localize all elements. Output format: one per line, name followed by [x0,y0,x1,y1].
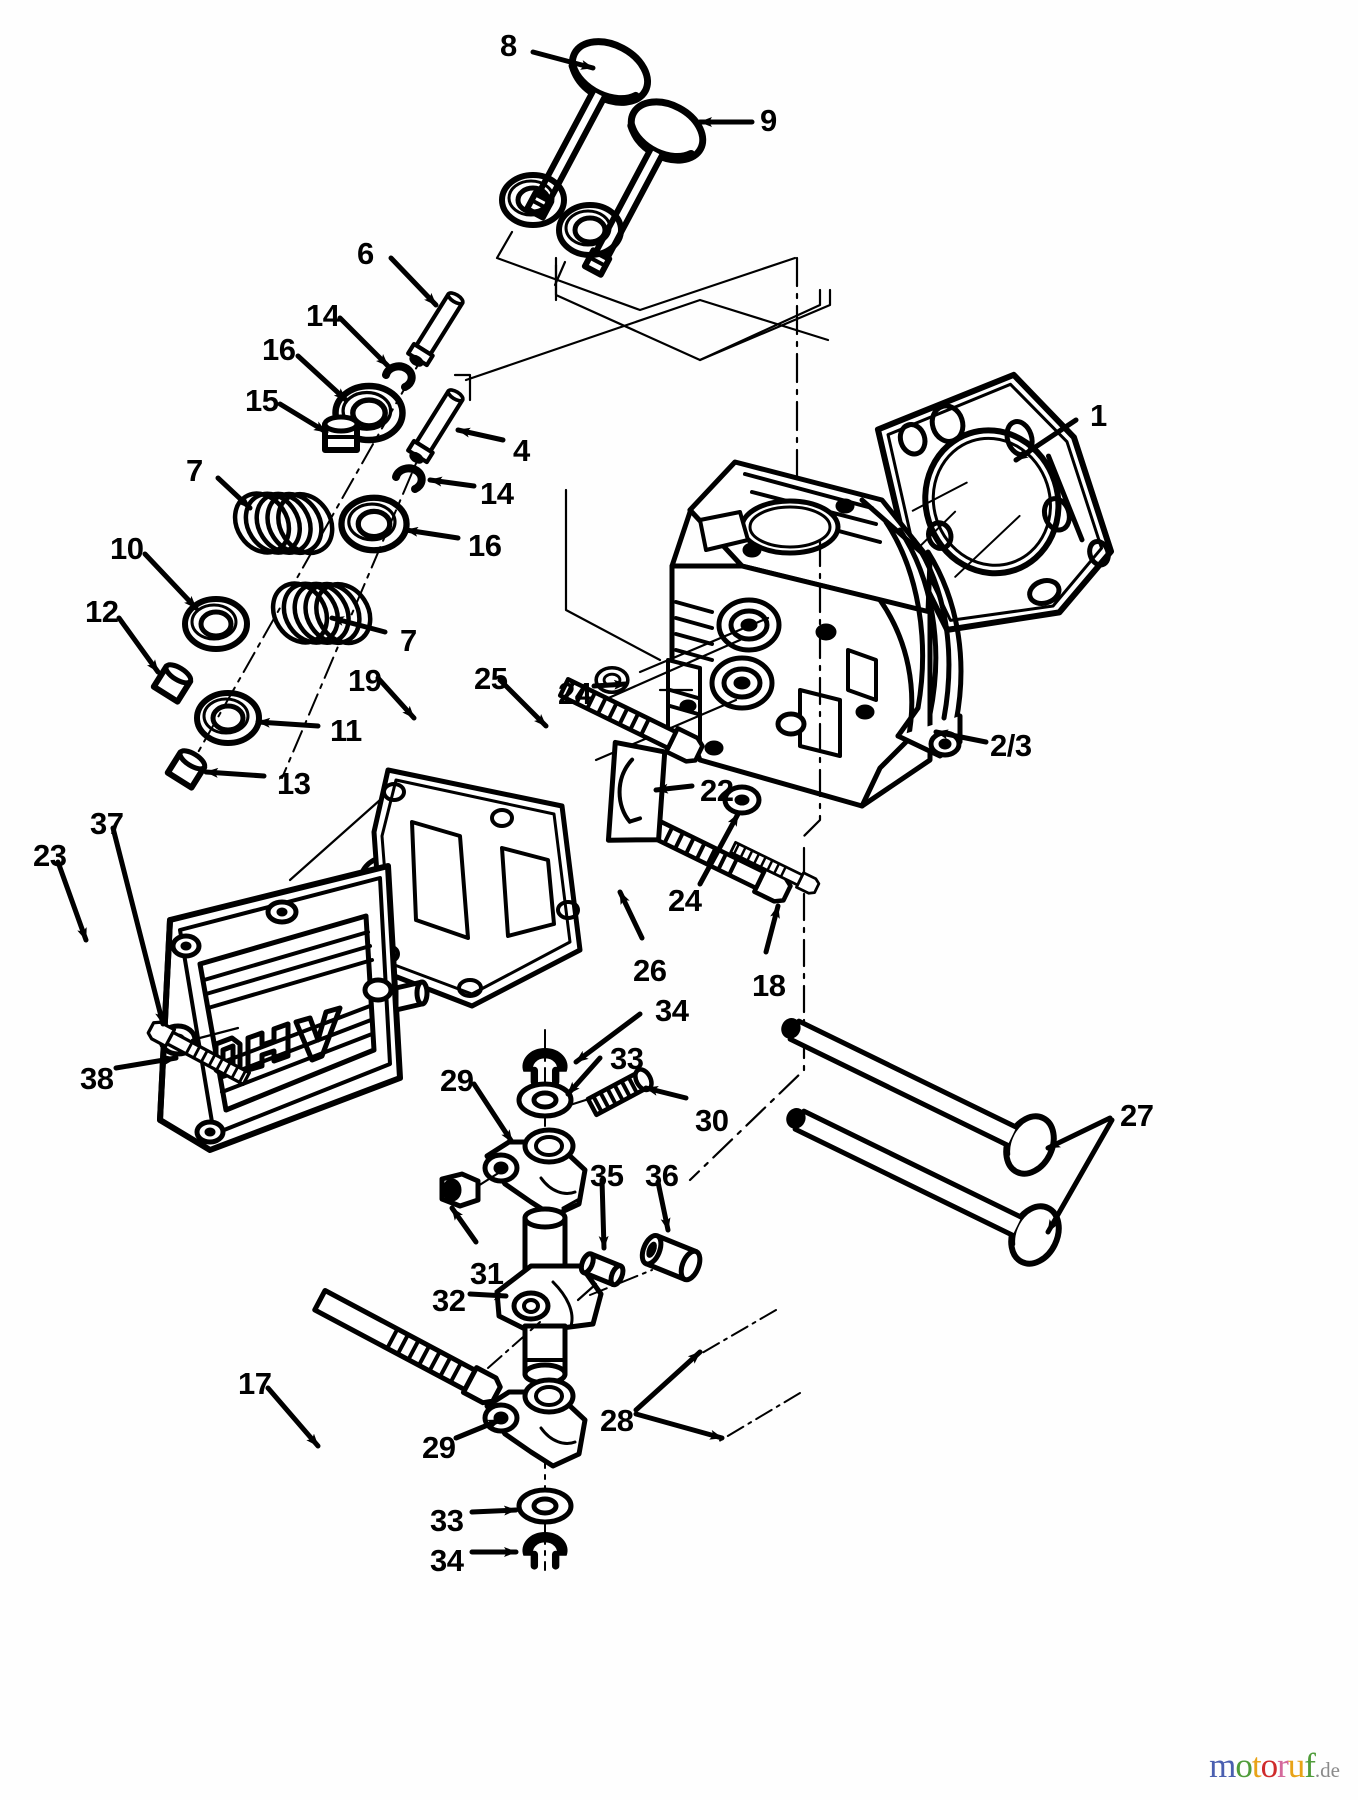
callout-number-17: 17 [238,1366,272,1401]
callout-number-7-a: 7 [186,453,203,488]
callout-number-10: 10 [110,531,144,566]
callout-number-36: 36 [645,1158,679,1193]
watermark-letter-r: r [1277,1746,1289,1785]
callout-number-14-a: 14 [306,298,340,333]
watermark-letter-m: m [1209,1746,1236,1785]
callout-number-16-a: 16 [262,332,296,367]
watermark-letter-o2: o [1260,1746,1278,1785]
callout-number-11: 11 [330,713,362,748]
watermark-letter-o1: o [1235,1746,1252,1785]
callout-number-26: 26 [633,953,667,988]
callout-number-12: 12 [85,594,119,629]
callout-number-24-b: 24 [668,883,702,918]
callout-number-9: 9 [760,103,777,138]
callout-number-29-a: 29 [440,1063,474,1098]
watermark-tld: .de [1314,1758,1340,1782]
callout-number-34-a: 34 [655,993,689,1028]
callout-number-2-3: 2/3 [990,728,1032,763]
callout-number-32: 32 [432,1283,466,1318]
callout-number-18: 18 [752,968,786,1003]
callout-number-23: 23 [33,838,67,873]
callout-number-33-a: 33 [610,1041,644,1076]
watermark-letter-f: f [1304,1746,1316,1785]
callout-number-27: 27 [1120,1098,1154,1133]
site-watermark: motoruf.de [1209,1746,1340,1786]
callout-number-25: 25 [474,661,508,696]
callout-number-24-a: 24 [558,676,592,711]
callout-number-34-b: 34 [430,1543,464,1578]
callout-number-22: 22 [700,773,734,808]
callout-number-30: 30 [695,1103,729,1138]
callout-number-13: 13 [277,766,311,801]
callout-number-1: 1 [1090,398,1107,433]
callout-number-15: 15 [245,383,279,418]
callout-number-7-b: 7 [400,623,417,658]
callout-number-29-b: 29 [422,1430,456,1465]
callout-number-37: 37 [90,806,124,841]
callout-number-28: 28 [600,1403,634,1438]
callout-number-8: 8 [500,28,517,63]
callout-number-14-b: 14 [480,476,514,511]
callout-number-35: 35 [590,1158,624,1193]
callout-number-6: 6 [357,236,374,271]
watermark-letter-u: u [1287,1746,1305,1785]
watermark-letter-t: t [1251,1746,1262,1785]
callout-number-31: 31 [470,1256,504,1291]
callout-number-4: 4 [513,433,530,468]
callout-number-33-b: 33 [430,1503,464,1538]
callout-number-19: 19 [348,663,382,698]
callout-number-16-b: 16 [468,528,502,563]
callout-number-38: 38 [80,1061,114,1096]
